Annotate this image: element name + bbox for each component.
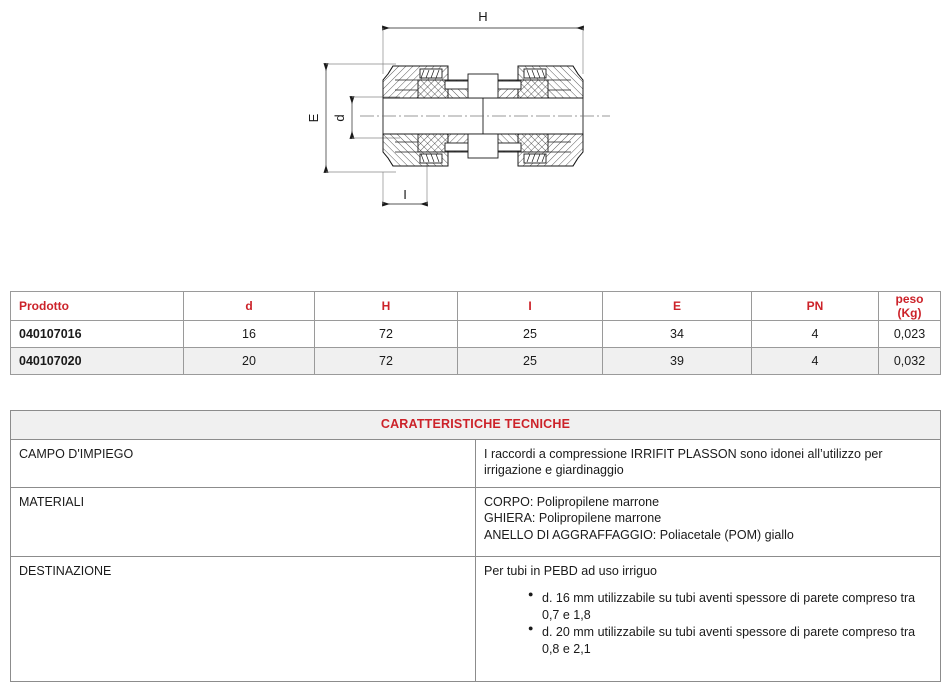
cell-H: 72	[314, 320, 458, 348]
spec-text-line: I raccordi a compressione IRRIFIT PLASSO…	[484, 446, 883, 478]
column-header-d: d	[183, 291, 315, 321]
spec-value-campo-impiego: I raccordi a compressione IRRIFIT PLASSO…	[475, 438, 941, 488]
spec-label-materiali: MATERIALI	[10, 486, 476, 557]
list-item: d. 20 mm utilizzabile su tubi aventi spe…	[528, 623, 932, 657]
cell-peso: 0,032	[878, 347, 941, 375]
column-header-peso: peso (Kg)	[878, 291, 941, 321]
spec-label-destinazione: DESTINAZIONE	[10, 555, 476, 682]
table-row: 040107016 16 72 25 34 4 0,023	[10, 320, 941, 348]
cell-E: 34	[602, 320, 752, 348]
spec-label-campo-impiego: CAMPO D'IMPIEGO	[10, 438, 476, 488]
cell-H: 72	[314, 347, 458, 375]
column-header-prodotto: Prodotto	[10, 291, 184, 321]
product-dimensions-table: Prodotto d H I E PN peso (Kg) 040107016 …	[10, 291, 941, 375]
spec-text-line: ANELLO DI AGGRAFFAGGIO: Poliacetale (POM…	[484, 527, 794, 542]
cell-I: 25	[457, 347, 603, 375]
cell-prodotto: 040107016	[10, 320, 184, 348]
technical-characteristics-table: CARATTERISTICHE TECNICHE CAMPO D'IMPIEGO…	[10, 410, 941, 682]
column-header-E: E	[602, 291, 752, 321]
spec-title-row: CARATTERISTICHE TECNICHE	[10, 410, 941, 440]
cell-PN: 4	[751, 347, 879, 375]
cell-PN: 4	[751, 320, 879, 348]
cell-d: 16	[183, 320, 315, 348]
spec-text-line: GHIERA: Polipropilene marrone	[484, 511, 662, 525]
table-header-row: Prodotto d H I E PN peso (Kg)	[10, 291, 941, 321]
coupling-cross-section-drawing: H E d I	[306, 9, 610, 207]
dimension-H: H	[382, 9, 584, 74]
list-item: d. 16 mm utilizzabile su tubi aventi spe…	[528, 589, 932, 623]
spec-value-materiali: CORPO: Polipropilene marrone GHIERA: Pol…	[475, 486, 941, 557]
dimension-label-E: E	[306, 113, 321, 122]
column-header-I: I	[457, 291, 603, 321]
cell-peso: 0,023	[878, 320, 941, 348]
destinazione-bullet-list: d. 16 mm utilizzabile su tubi aventi spe…	[484, 589, 932, 657]
cell-prodotto: 040107020	[10, 347, 184, 375]
spec-text-line: CORPO: Polipropilene marrone	[484, 494, 660, 509]
dimension-E: E	[306, 63, 396, 173]
dimension-I: I	[382, 162, 428, 207]
column-header-H: H	[314, 291, 458, 321]
technical-drawing-area: H E d I	[0, 0, 951, 240]
spec-row-campo-impiego: CAMPO D'IMPIEGO I raccordi a compression…	[10, 438, 941, 488]
spec-table-title: CARATTERISTICHE TECNICHE	[10, 410, 941, 440]
column-header-PN: PN	[751, 291, 879, 321]
spec-value-destinazione: Per tubi in PEBD ad uso irriguo d. 16 mm…	[475, 555, 941, 682]
coupling-body	[360, 65, 610, 167]
spec-row-destinazione: DESTINAZIONE Per tubi in PEBD ad uso irr…	[10, 555, 941, 682]
table-row: 040107020 20 72 25 39 4 0,032	[10, 347, 941, 375]
spec-text-line: Per tubi in PEBD ad uso irriguo	[484, 563, 658, 578]
dimension-label-H: H	[478, 9, 487, 24]
cell-I: 25	[457, 320, 603, 348]
dimension-label-d: d	[332, 114, 347, 121]
cell-d: 20	[183, 347, 315, 375]
coupling-half-right	[482, 65, 584, 167]
dimension-label-I: I	[403, 187, 407, 202]
cell-E: 39	[602, 347, 752, 375]
coupling-half-left	[382, 65, 484, 167]
spec-row-materiali: MATERIALI CORPO: Polipropilene marrone G…	[10, 486, 941, 557]
